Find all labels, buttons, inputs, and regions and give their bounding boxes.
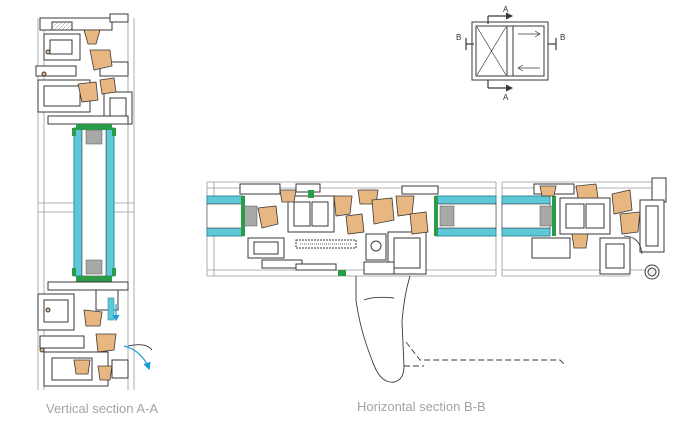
vertical-glass-unit — [72, 124, 116, 282]
caption-horizontal-section: Horizontal section B-B — [357, 399, 486, 414]
vertical-section — [35, 13, 153, 390]
key-plan-marker-right: B — [560, 33, 565, 42]
key-plan-marker-bottom: A — [503, 93, 509, 102]
horizontal-glass-left — [206, 195, 258, 237]
handle-outline — [355, 275, 567, 383]
key-plan — [465, 12, 557, 92]
horizontal-right-profiles — [531, 177, 667, 280]
key-plan-marker-left: B — [456, 33, 461, 42]
drainage-arrows — [112, 304, 153, 371]
horizontal-glass-right — [501, 195, 556, 237]
horizontal-left-profiles — [239, 183, 379, 276]
horizontal-hardware — [295, 185, 439, 275]
horizontal-glass-middle — [434, 195, 497, 237]
vertical-bottom-frame — [37, 281, 129, 387]
caption-vertical-section: Vertical section A-A — [46, 401, 158, 416]
horizontal-section — [206, 177, 667, 383]
vertical-top-frame — [35, 13, 133, 125]
key-plan-frame — [471, 21, 549, 81]
key-plan-marker-top: A — [503, 5, 509, 14]
